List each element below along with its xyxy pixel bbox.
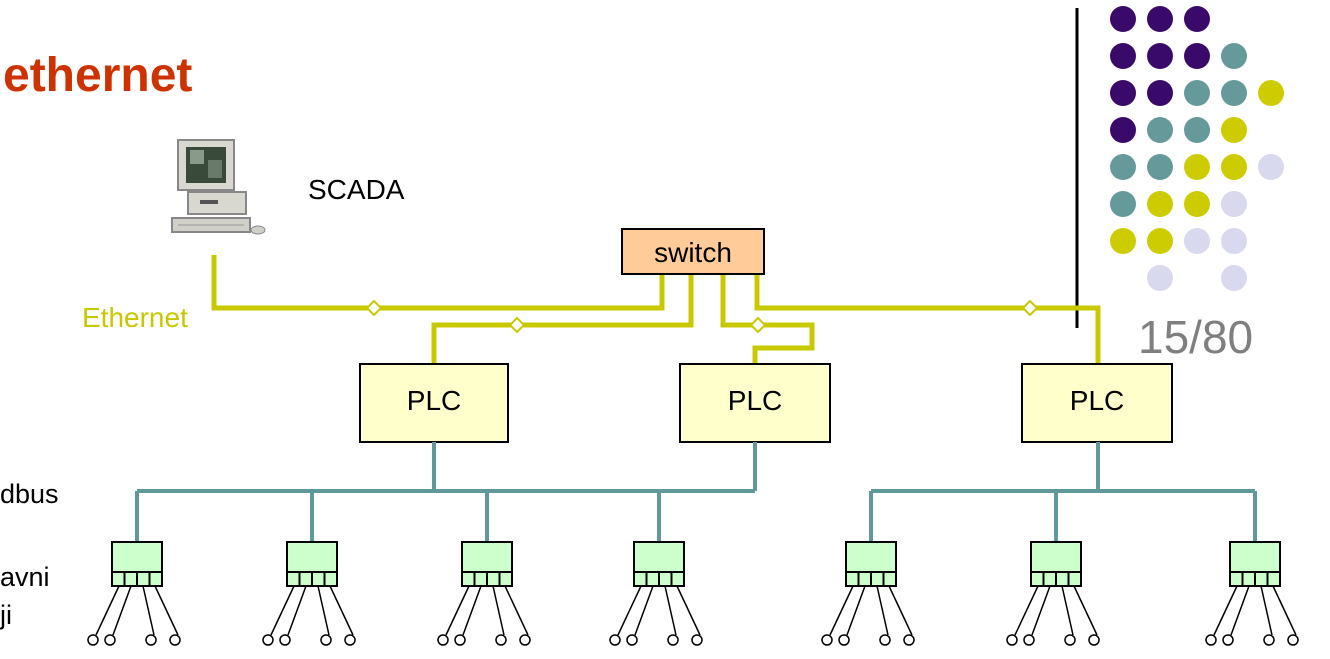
decor-dot <box>1110 80 1136 106</box>
decor-dot <box>1258 154 1284 180</box>
decor-dot <box>1184 154 1210 180</box>
plc2-cable <box>720 275 815 364</box>
switch-label: switch <box>654 237 732 268</box>
decor-dot <box>1147 228 1173 254</box>
decor-dot <box>1147 43 1173 69</box>
ethernet-label: Ethernet <box>82 302 188 333</box>
scada-cable <box>211 255 665 311</box>
ethernet-cables <box>211 255 1101 364</box>
plc-box-3 <box>1021 363 1173 443</box>
decor-dot <box>1184 6 1210 32</box>
cable-connectors <box>365 299 1039 334</box>
plc1-cable <box>431 275 694 364</box>
plc3-cable <box>754 275 1101 364</box>
decor-dot <box>1110 228 1136 254</box>
io-module <box>1006 491 1100 646</box>
decor-dot <box>1147 191 1173 217</box>
decor-dot <box>1221 43 1247 69</box>
fieldbus-label: dbus <box>0 479 59 509</box>
io-module <box>1205 491 1299 646</box>
side-label-line2: ji <box>0 600 12 630</box>
decor-dot <box>1221 117 1247 143</box>
plc-label-3: PLC <box>1069 385 1125 416</box>
fieldbus-lines <box>137 442 1255 493</box>
decor-dot <box>1147 6 1173 32</box>
side-label-line1: avni <box>0 562 50 592</box>
io-module <box>262 491 356 646</box>
decor-dot <box>1221 191 1247 217</box>
plc-label-1: PLC <box>406 385 462 416</box>
io-module <box>609 491 703 646</box>
io-module <box>437 491 531 646</box>
scada-computer-icon <box>171 139 266 235</box>
decor-dot <box>1110 154 1136 180</box>
decor-dot <box>1184 191 1210 217</box>
plc-box-1 <box>359 363 509 443</box>
switch-box <box>621 228 765 275</box>
decor-dot <box>1184 43 1210 69</box>
slide-title: ethernet <box>3 49 193 102</box>
decor-dot <box>1110 43 1136 69</box>
decor-dot <box>1258 80 1284 106</box>
plc-label-2: PLC <box>727 385 783 416</box>
decor-dot <box>1147 80 1173 106</box>
decor-dot <box>1221 228 1247 254</box>
scada-label: SCADA <box>308 174 405 205</box>
io-module <box>87 491 181 646</box>
decor-dot <box>1221 154 1247 180</box>
decor-dot <box>1147 154 1173 180</box>
decor-dot <box>1110 117 1136 143</box>
io-modules <box>87 491 1299 646</box>
decor-dot <box>1147 265 1173 291</box>
decor-dot <box>1110 191 1136 217</box>
page-number: 15/80 <box>1138 311 1254 363</box>
decor-dot <box>1110 6 1136 32</box>
decorative-dot-grid <box>1110 6 1284 291</box>
decor-dot <box>1184 80 1210 106</box>
decor-dot <box>1184 117 1210 143</box>
decor-dot <box>1184 228 1210 254</box>
decor-dot <box>1147 117 1173 143</box>
decor-dot <box>1221 80 1247 106</box>
decor-dot <box>1221 265 1247 291</box>
plc-box-2 <box>679 363 831 443</box>
io-module <box>821 491 915 646</box>
